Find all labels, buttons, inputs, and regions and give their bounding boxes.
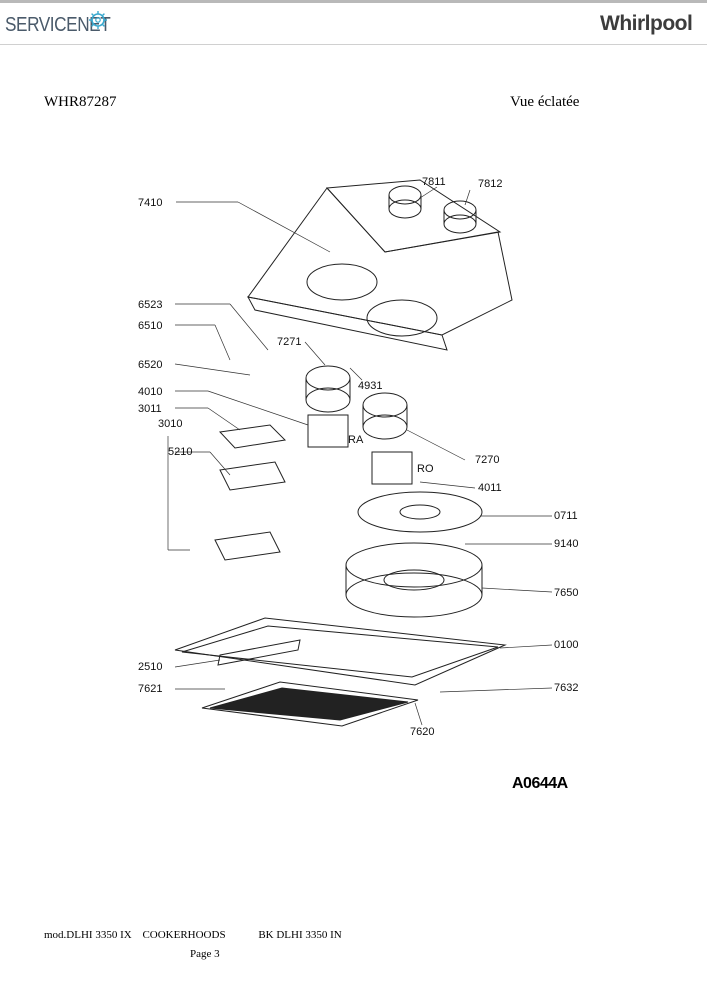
callout-7621: 7621 [138, 683, 163, 695]
housing-body [247, 187, 513, 336]
callout-7632: 7632 [554, 682, 579, 694]
callout-7811: 7811 [422, 176, 446, 188]
callout-7650: 7650 [554, 587, 579, 599]
box-3011 [218, 424, 287, 449]
footer: mod.DLHI 3350 IX COOKERHOODS BK DLHI 335… [44, 929, 342, 941]
header-top-bar [0, 0, 707, 3]
callout-4931: 4931 [358, 380, 383, 392]
callout-4011: 4011 [478, 482, 502, 494]
header-divider [0, 44, 707, 45]
callout-9140: 9140 [554, 538, 579, 550]
servicenet-gear-icon [89, 11, 107, 29]
servicenet-logo: SERVICENET [5, 14, 111, 37]
footer-category: COOKERHOODS [142, 929, 226, 941]
view-title: Vue éclatée [510, 94, 580, 110]
page-number: Page 3 [190, 948, 220, 960]
callout-3011: 3011 [138, 403, 162, 415]
whirlpool-logo: Whirlpool [600, 12, 693, 36]
callout-4010: 4010 [138, 386, 163, 398]
callout-7270: 7270 [475, 454, 500, 466]
duct-ring-7811 [388, 185, 422, 205]
callout-7410: 7410 [138, 197, 163, 209]
callout-5210: 5210 [168, 446, 193, 458]
fan-7270 [362, 392, 408, 418]
callout-2510: 2510 [138, 661, 163, 673]
exploded-view-drawing [167, 179, 553, 727]
callout-0711: 0711 [554, 510, 578, 522]
diagram-code: A0644A [512, 775, 568, 792]
fan-7271 [305, 365, 351, 391]
footer-model: mod.DLHI 3350 IX [44, 929, 132, 941]
footer-variant: BK DLHI 3350 IN [258, 929, 342, 941]
fan-opening-right [366, 299, 438, 337]
frame-0100 [174, 617, 507, 686]
duct-ring-7812 [443, 200, 477, 220]
fan-opening-left [306, 263, 378, 301]
model-number: WHR87287 [44, 94, 117, 110]
motor-ra [307, 414, 349, 448]
callout-7812: 7812 [478, 178, 503, 190]
servicenet-logo-text: SERVICENET [5, 14, 111, 36]
glass-2510 [217, 639, 301, 666]
callout-ra: RA [348, 434, 364, 446]
callout-0100: 0100 [554, 639, 579, 651]
callout-3010: 3010 [158, 418, 183, 430]
callout-7271: 7271 [277, 336, 302, 348]
filter-7650 [345, 542, 483, 588]
callout-6523: 6523 [138, 299, 163, 311]
callout-6520: 6520 [138, 359, 163, 371]
housing-lip [247, 296, 448, 351]
switch-plate [214, 531, 281, 561]
callout-ro: RO [417, 463, 434, 475]
panel-7620 [201, 681, 419, 727]
callout-7620: 7620 [410, 726, 435, 738]
exploded-view-diagram: 7811 7812 7410 6523 6510 7271 6520 4931 … [120, 140, 590, 820]
motor-ro [371, 451, 413, 485]
box-5210 [219, 461, 286, 491]
grille-0711 [357, 491, 483, 533]
callout-6510: 6510 [138, 320, 163, 332]
whirlpool-logo-text: Whirlpool [600, 12, 693, 35]
